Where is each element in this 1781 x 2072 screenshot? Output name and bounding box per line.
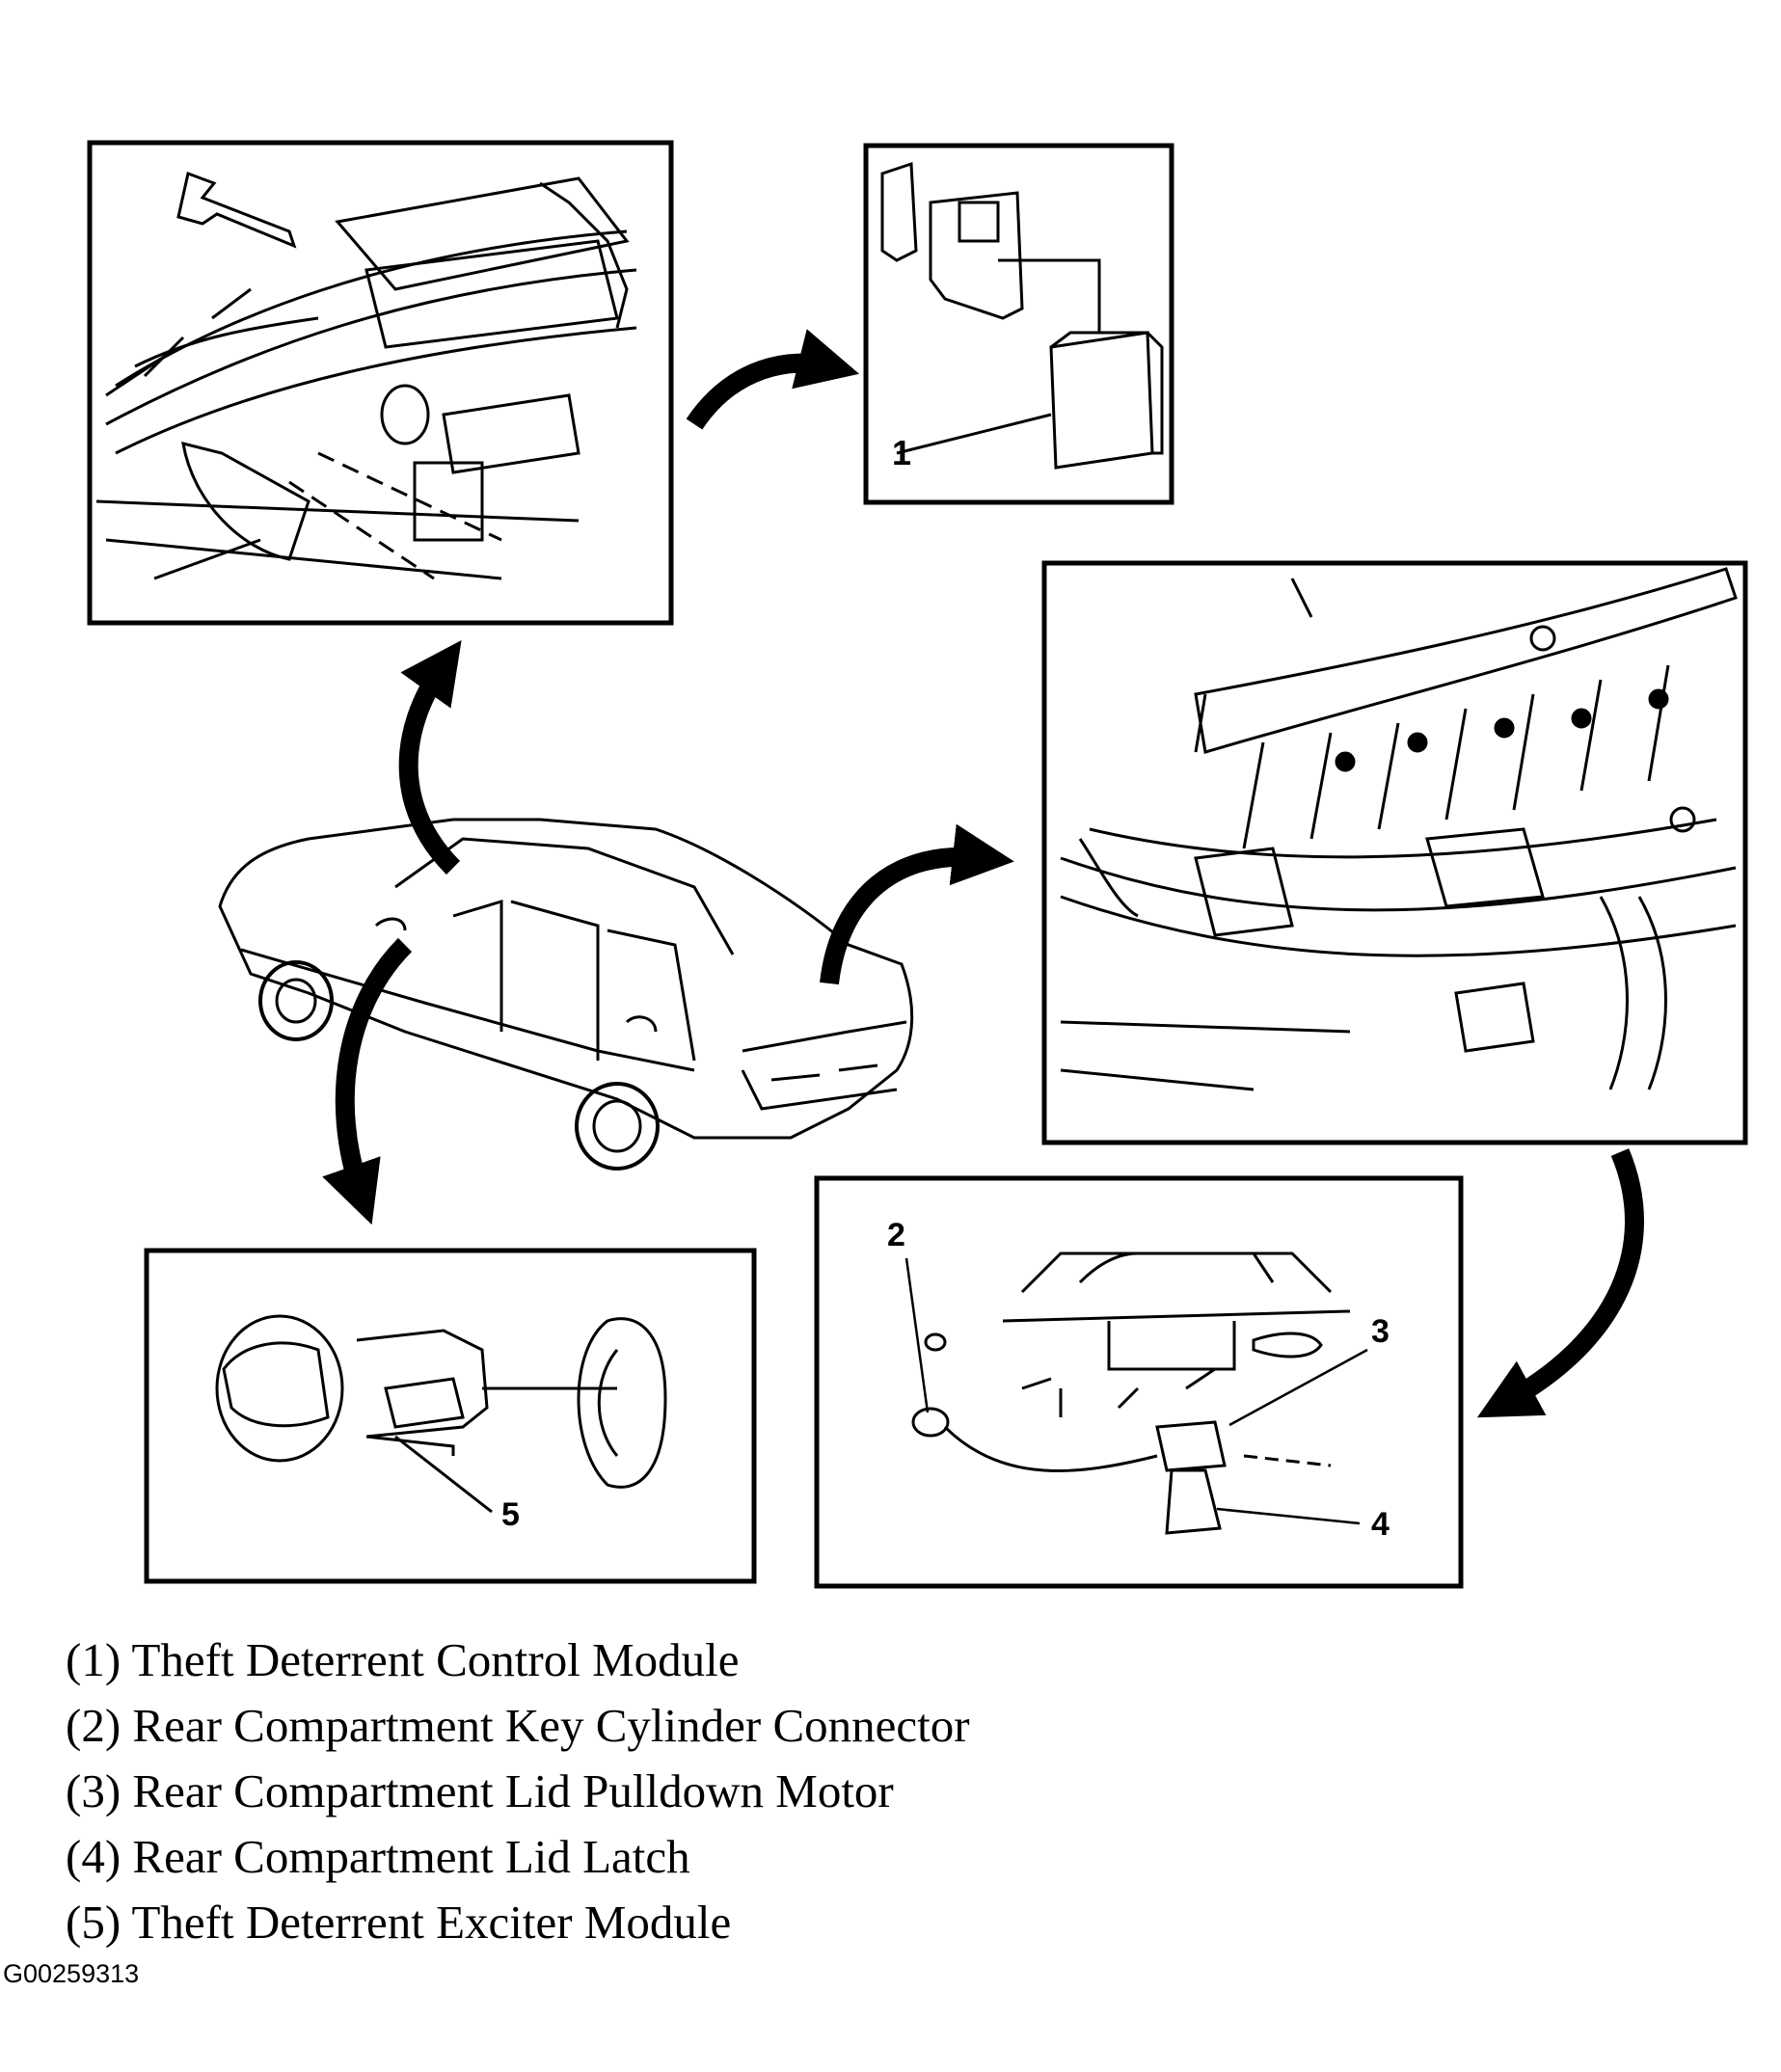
- callout-4: 4: [1371, 1506, 1390, 1543]
- detail-arrows: [322, 329, 1644, 1418]
- lid-latch-detail-panel: 2 3 4: [814, 1175, 1464, 1589]
- legend-item-5: (5) Theft Deterrent Exciter Module: [66, 1896, 732, 1949]
- legend-item-2: (2) Rear Compartment Key Cylinder Connec…: [66, 1699, 970, 1752]
- figure-id: G00259313: [3, 1959, 140, 1988]
- callout-3: 3: [1371, 1313, 1390, 1350]
- legend-item-3: (3) Rear Compartment Lid Pulldown Motor: [66, 1764, 894, 1817]
- rear-compartment-detail-panel: [1041, 560, 1748, 1145]
- callout-2: 2: [887, 1217, 905, 1253]
- legend-item-4: (4) Rear Compartment Lid Latch: [66, 1830, 690, 1883]
- control-module-detail-panel: 1: [863, 143, 1174, 505]
- instrument-panel-detail-panel: [87, 140, 674, 626]
- callout-5: 5: [501, 1496, 520, 1533]
- vehicle-illustration: [218, 818, 914, 1171]
- component-legend: (1) Theft Deterrent Control Module (2) R…: [66, 1628, 970, 1955]
- exciter-module-detail-panel: 5: [144, 1248, 757, 1584]
- legend-item-1: (1) Theft Deterrent Control Module: [66, 1633, 740, 1686]
- callout-1: 1: [892, 433, 911, 472]
